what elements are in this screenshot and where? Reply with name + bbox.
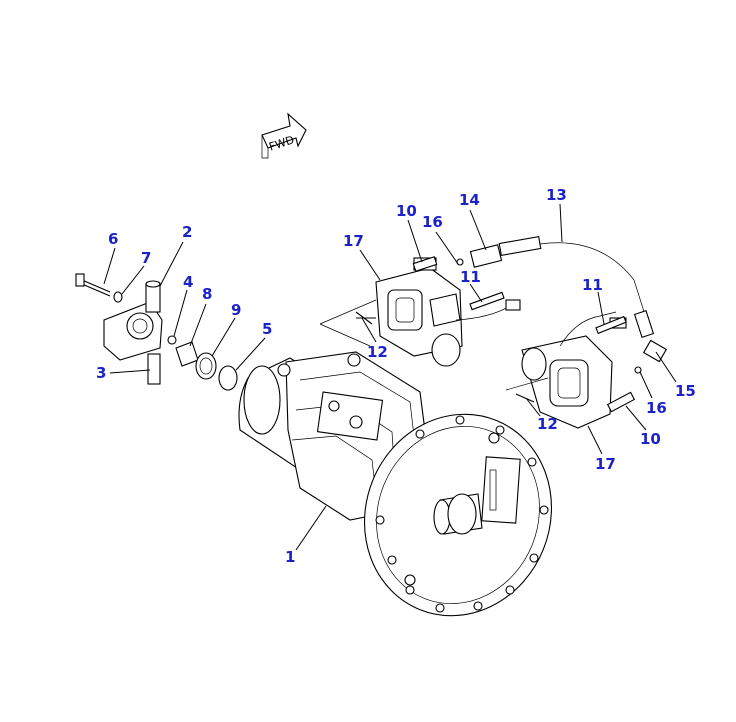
callout-labels: 1 2 3 4 5 6 7 8 9 10 10 11 11 12 12 13 1… [96,186,696,566]
fitting-part-3 [147,353,161,385]
callout-7: 7 [141,249,151,267]
upper-control-valve [319,257,521,367]
callout-1: 1 [285,548,295,566]
callout-16-lower: 16 [646,399,667,417]
plug-part-8 [175,341,199,367]
callout-16-upper: 16 [422,213,443,231]
bolt-part-10-lower [606,391,636,413]
fastener-group [355,256,636,413]
o-ring-part-16-right [634,366,642,374]
callout-10-lower: 10 [640,430,661,448]
callout-17-lower: 17 [595,455,616,473]
forward-direction-arrow: FWD [261,112,307,159]
bolt-part-6 [75,273,111,297]
bolt-part-10-upper [412,256,438,272]
callout-4: 4 [183,273,193,291]
callout-14: 14 [459,191,480,209]
bolt-part-11-lower [595,315,627,335]
o-ring-part-16-left [456,258,464,266]
elbow-part-2 [145,283,161,313]
callout-5: 5 [262,320,272,338]
callout-13: 13 [546,186,567,204]
washer-part-7 [113,291,123,303]
o-ring-part-5 [218,365,238,391]
bolt-part-11-upper [469,291,505,311]
collar-part-9 [195,352,217,380]
callout-17-upper: 17 [343,232,364,250]
left-component-group [75,273,238,391]
callout-2: 2 [182,223,192,241]
callout-10-upper: 10 [396,202,417,220]
callout-12-lower: 12 [537,415,558,433]
sensor-part-15 [642,339,668,363]
pin-part-12-lower [515,393,535,403]
main-pump-assembly [238,351,553,617]
sensor-part-14 [469,244,503,268]
o-ring-part-4 [167,335,177,345]
callout-8: 8 [202,285,212,303]
right-control-valve [505,311,627,429]
callout-11-lower: 11 [582,276,603,294]
callout-6: 6 [108,230,118,248]
callout-15: 15 [675,382,696,400]
leader-lines [103,203,677,551]
callout-3: 3 [96,364,106,382]
callout-12-upper: 12 [367,343,388,361]
pin-part-12-upper [355,311,373,325]
pressure-sensor-harness [456,235,668,374]
callout-11-upper: 11 [460,268,481,286]
callout-9: 9 [231,301,241,319]
